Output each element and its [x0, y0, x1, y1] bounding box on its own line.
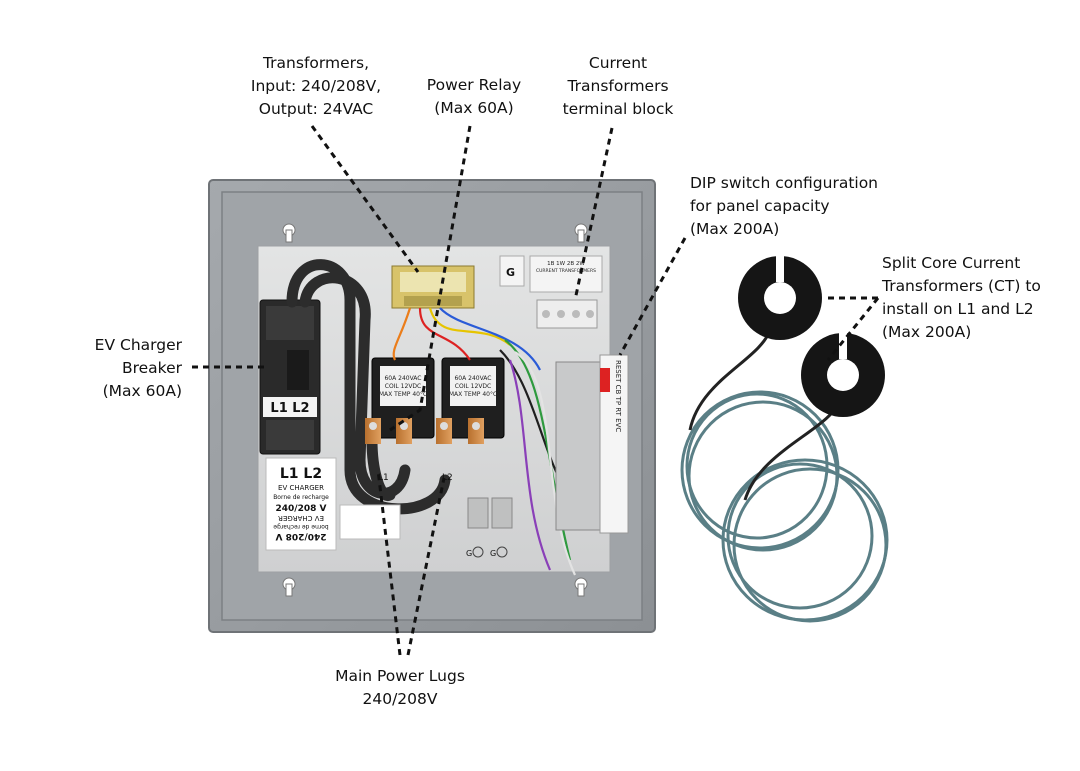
ev-charger-breaker	[259, 299, 321, 455]
callout-dip-switch: DIP switch configuration for panel capac…	[690, 174, 879, 238]
callout-ev-charger-breaker: EV Charger Breaker (Max 60A)	[94, 336, 182, 400]
power-cables	[286, 259, 451, 515]
power-relay-1	[371, 357, 435, 439]
power-relay-2	[441, 357, 505, 439]
ground-symbol-icon	[496, 546, 508, 558]
sticker-borne: Borne de recharge	[273, 494, 329, 501]
dip-switch-board	[555, 354, 629, 534]
callout-ct-terminal-block: Current Transformers terminal block	[562, 54, 674, 118]
leader-lines	[192, 125, 880, 656]
dip-labels: RESET CB TP RT EVC	[614, 360, 622, 432]
ev-charger-sticker	[265, 457, 337, 551]
sticker-borne-inverted: borne de recharge	[273, 523, 329, 530]
sticker-ev-inverted: EV CHARGER	[278, 514, 324, 522]
ct-terminal-block	[529, 255, 603, 329]
split-core-ct-2	[801, 333, 885, 417]
keyhole-icon	[282, 223, 588, 597]
callout-transformers: Transformers, Input: 240/208V, Output: 2…	[250, 54, 382, 118]
ground-top-label: G	[506, 266, 515, 279]
ct-terminal-labels: 1B 1W 2B 2W	[547, 261, 585, 267]
ground-symbol-icon	[472, 546, 484, 558]
ground-lugs	[467, 497, 513, 558]
ct-terminal-title: CURRENT TRANSFORMERS	[536, 268, 596, 274]
ground-symbol-top	[499, 255, 525, 287]
ground-label-1: G	[466, 549, 472, 558]
lug-l1: L1	[378, 473, 389, 483]
relay-info-label	[339, 504, 401, 540]
transformer	[391, 265, 475, 309]
callout-main-power-lugs: Main Power Lugs 240/208V	[335, 667, 465, 708]
split-core-ct-wires	[680, 390, 889, 623]
callout-power-relay: Power Relay (Max 60A)	[426, 76, 522, 117]
main-power-lugs	[365, 418, 484, 444]
ground-label-2: G	[490, 549, 496, 558]
callout-split-core-ct: Split Core Current Transformers (CT) to …	[882, 254, 1041, 341]
sticker-l1l2: L1 L2	[280, 466, 322, 482]
sticker-voltage: 240/208 V	[276, 504, 327, 514]
split-core-ct-1	[738, 256, 822, 340]
breaker-tag: L1 L2	[270, 401, 309, 416]
sticker-ev: EV CHARGER	[278, 484, 324, 492]
lug-l2: L2	[442, 473, 453, 483]
sticker-voltage-inverted: 240/208 V	[275, 531, 326, 541]
